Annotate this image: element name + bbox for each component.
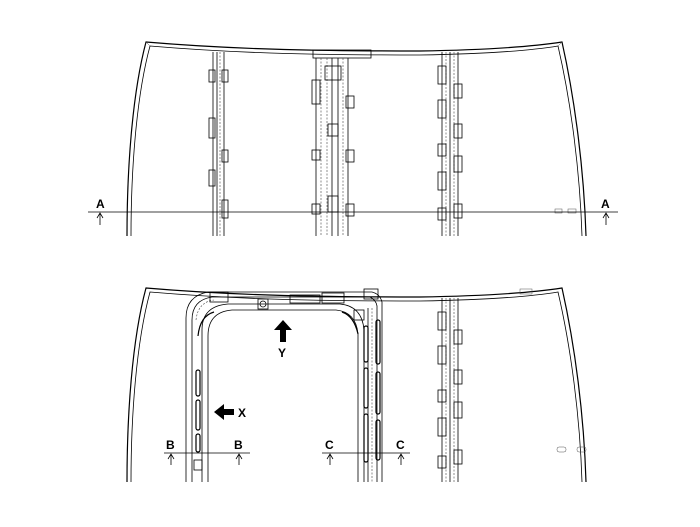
section-a-right-label: A (601, 197, 610, 211)
section-c-left-arrow (326, 453, 334, 465)
section-c-right-label: C (396, 438, 405, 452)
top-roof-corner-lines (145, 41, 563, 47)
section-a-right-arrow (602, 212, 610, 225)
section-b-right-arrow (235, 453, 243, 465)
top-roof-inner-outline (130, 45, 583, 237)
frame-corner-left-hatch (197, 311, 215, 337)
section-a-left-label: A (96, 197, 105, 211)
bottom-small-clip (556, 446, 567, 453)
bottom-roof-outline (126, 287, 587, 483)
section-b-right-label: B (234, 438, 243, 452)
top-small-clip (554, 208, 563, 214)
view-y-label: Y (278, 346, 286, 360)
section-a-left-arrow (96, 212, 104, 225)
section-b-left-label: B (166, 438, 175, 452)
view-y-arrow-icon (274, 320, 292, 342)
top-right-roof-bow (437, 52, 463, 236)
top-roof-view: A A (88, 41, 618, 237)
section-b-left-arrow (167, 453, 175, 465)
top-roof-outline (126, 41, 587, 237)
view-x-label: X (238, 406, 246, 420)
left-rail-slots (193, 369, 203, 471)
section-c-right-arrow (397, 453, 405, 465)
bottom-right-roof-bow (437, 298, 463, 482)
sunroof-reinforcement-frame (185, 288, 383, 482)
bottom-small-clip (576, 446, 587, 453)
bottom-roof-inner-outline (130, 291, 583, 483)
top-small-clip (567, 208, 577, 214)
frame-corner-right-hatch (341, 311, 359, 335)
bottom-small-clip (519, 288, 533, 295)
top-left-roof-bow (208, 52, 229, 236)
bottom-roof-view: Y X B B C C (126, 287, 587, 483)
top-center-roof-bow (311, 49, 372, 236)
section-c-left-label: C (325, 438, 334, 452)
view-x-arrow-icon (214, 404, 234, 420)
